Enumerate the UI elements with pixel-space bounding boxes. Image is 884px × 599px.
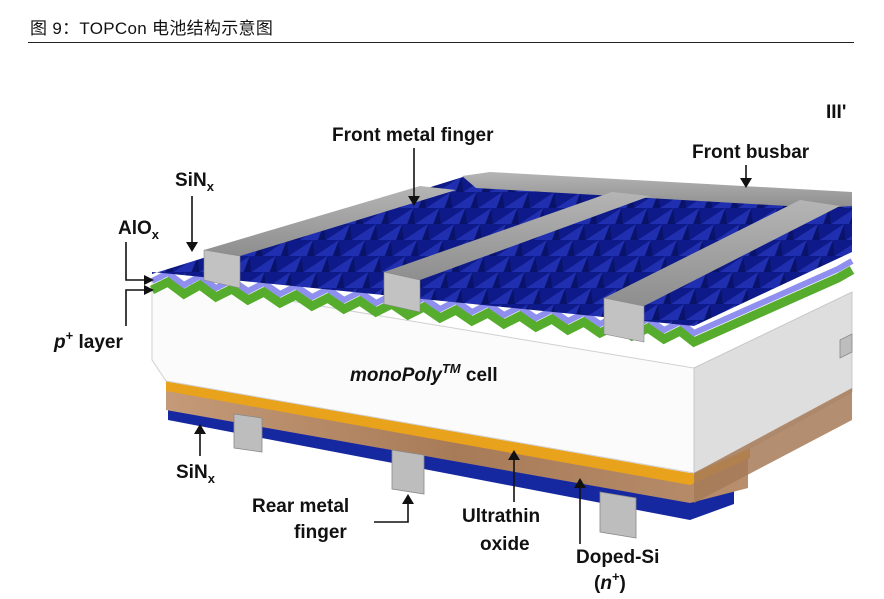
rear-finger-2	[391, 449, 425, 495]
doped-si-layer	[166, 390, 748, 503]
front-finger-3	[604, 200, 840, 306]
ultrathin-oxide-label-line1: Ultrathin	[462, 506, 540, 527]
sinx-bottom-label: SiNx	[176, 462, 216, 486]
doped-si-label-line2: (n+)	[594, 569, 626, 594]
rear-finger-side	[839, 333, 853, 359]
front-finger-2-side	[383, 271, 421, 313]
sinx-top-label: SiNx	[175, 170, 215, 194]
side-brown-strip	[694, 388, 852, 503]
monopoly-cell-label: monoPolyTM cell	[350, 361, 498, 386]
bulk-silicon-front	[151, 277, 695, 474]
doped-si-label-line1: Doped-Si	[576, 547, 659, 568]
doped-si-arrowhead	[574, 478, 586, 488]
alox-layer	[150, 258, 854, 337]
rear-finger-3	[599, 491, 637, 539]
p-layer-label: p+ layer	[53, 328, 123, 353]
p-layer-arrow	[125, 289, 146, 326]
p-layer-arrowhead	[144, 285, 154, 295]
annotation-labels: Front metal finger Front busbar SiNx AlO…	[53, 102, 846, 594]
rear-sinx-layer	[168, 408, 734, 520]
p-layer-green	[149, 266, 855, 348]
sinx-top-arrowhead	[186, 242, 198, 252]
rear-metal-finger-label-line1: Rear metal	[252, 496, 349, 517]
alox-arrow	[125, 242, 146, 281]
front-busbar-arrowhead	[740, 178, 752, 188]
rear-metal-finger-arrow	[374, 502, 409, 523]
busbar-top	[462, 172, 852, 208]
alox-label: AlOx	[118, 218, 160, 242]
ultrathin-oxide-arrowhead	[508, 450, 520, 460]
front-finger-1	[204, 186, 456, 256]
alox-arrowhead	[144, 275, 154, 285]
corner-mark: III'	[826, 102, 846, 123]
rear-metal-finger-arrowhead	[402, 494, 414, 504]
ultrathin-oxide-label-line2: oxide	[480, 534, 530, 555]
front-metal-finger-arrowhead	[408, 196, 420, 206]
front-metal-finger-label: Front metal finger	[332, 125, 494, 146]
sinx-bottom-arrowhead	[194, 424, 206, 434]
figure-caption: 图 9：TOPCon 电池结构示意图	[30, 19, 274, 38]
rear-metal-contacts	[233, 333, 853, 539]
front-metal-contacts	[203, 172, 852, 343]
front-finger-1-side	[203, 249, 241, 289]
front-finger-2	[384, 192, 650, 280]
ultrathin-oxide-layer	[166, 381, 750, 485]
front-finger-3-side	[603, 297, 645, 343]
front-busbar-label: Front busbar	[692, 142, 810, 163]
figure-header: 图 9：TOPCon 电池结构示意图	[28, 8, 854, 43]
rear-metal-finger-label-line2: finger	[294, 522, 347, 543]
rear-finger-1	[233, 413, 263, 453]
